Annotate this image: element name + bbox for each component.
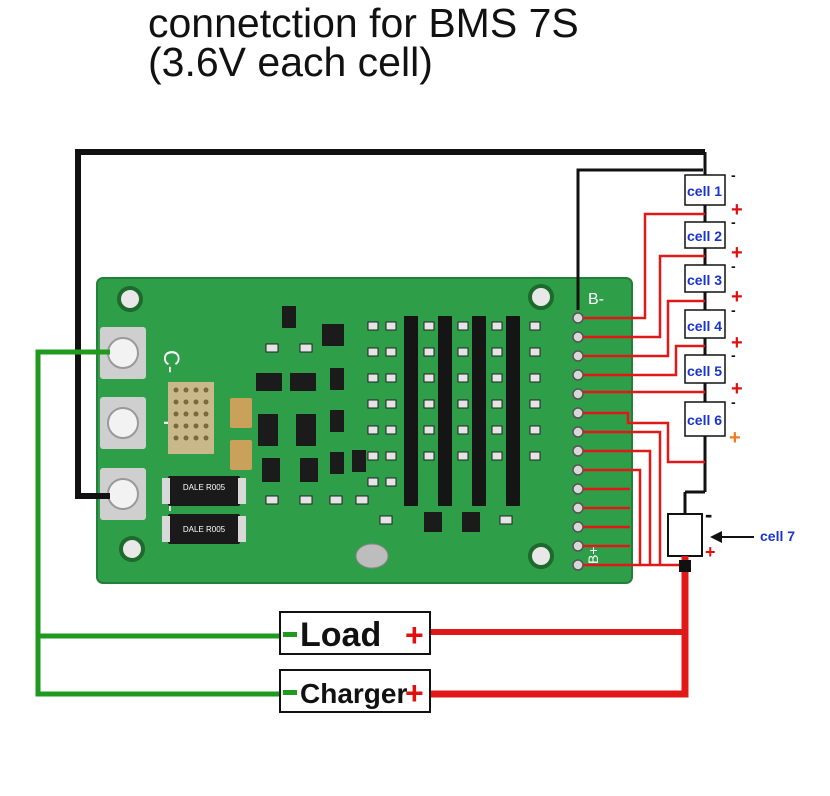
svg-text:-: -: [705, 502, 712, 527]
svg-text:-: -: [731, 347, 736, 363]
svg-text:cell 4: cell 4: [687, 318, 722, 334]
shunt-top-label: DALE R005: [183, 483, 226, 492]
load-box: Load +: [279, 611, 431, 655]
svg-text:-: -: [731, 302, 736, 318]
svg-text:+: +: [731, 332, 743, 354]
cell-6: cell 6: [684, 401, 726, 437]
svg-text:-: -: [731, 214, 736, 230]
pad-c-label: C-: [159, 350, 184, 373]
cell-5: cell 5: [684, 354, 726, 384]
cell-polarity-signs: - + - + - + - + - + - + - +: [705, 167, 743, 562]
cell-1: cell 1: [684, 174, 726, 206]
wire-bminus-main: [75, 149, 705, 499]
shunt-resistor-top: DALE R005: [162, 476, 246, 506]
cell-7: cell 7: [667, 513, 795, 557]
svg-text:+: +: [705, 542, 716, 562]
svg-text:-: -: [731, 394, 736, 410]
svg-text:-: -: [731, 167, 736, 183]
svg-text:cell 6: cell 6: [687, 412, 722, 428]
cell-stack: cell 1 cell 2 cell 3 cell 4 cell 5 cell …: [667, 152, 795, 562]
svg-text:-: -: [731, 258, 736, 274]
title-line-1: connetction for BMS 7S: [148, 0, 579, 46]
svg-text:+: +: [729, 427, 741, 449]
pad-p: [100, 397, 146, 449]
cell-7-arrow: [710, 531, 754, 543]
svg-text:cell 3: cell 3: [687, 272, 722, 288]
balance-wires: [583, 212, 705, 567]
svg-text:cell 1: cell 1: [687, 183, 722, 199]
title-line-2: (3.6V each cell): [148, 39, 433, 85]
wire-bminus-header: [576, 168, 703, 310]
svg-text:+: +: [405, 617, 424, 653]
diagram-title: connetction for BMS 7S (3.6V each cell): [148, 0, 579, 85]
cell-7-label: cell 7: [760, 528, 795, 544]
bminus-pin-label: B-: [588, 291, 604, 308]
svg-text:cell 5: cell 5: [687, 363, 722, 379]
cell-3: cell 3: [684, 264, 726, 293]
mount-hole: [117, 286, 143, 312]
cell-4: cell 4: [684, 309, 726, 339]
charger-label: Charger: [300, 678, 407, 709]
cell-2: cell 2: [684, 221, 726, 249]
svg-text:+: +: [405, 675, 424, 711]
bms-board: C- P- B- DALE R005 DALE R005: [96, 277, 633, 584]
shunt-resistor-bottom: DALE R005: [162, 514, 246, 544]
pad-b: [100, 468, 146, 520]
load-label: Load: [300, 616, 381, 654]
charger-box: Charger +: [279, 669, 431, 713]
svg-text:+: +: [731, 378, 743, 400]
wire-cminus: [35, 349, 282, 697]
svg-text:+: +: [731, 242, 743, 264]
bplus-pin-label: B+: [585, 546, 601, 564]
svg-text:cell 2: cell 2: [687, 228, 722, 244]
svg-text:+: +: [731, 199, 743, 221]
shunt-bottom-label: DALE R005: [183, 525, 226, 534]
wire-bplus-main: [428, 556, 689, 698]
svg-text:+: +: [731, 286, 743, 308]
